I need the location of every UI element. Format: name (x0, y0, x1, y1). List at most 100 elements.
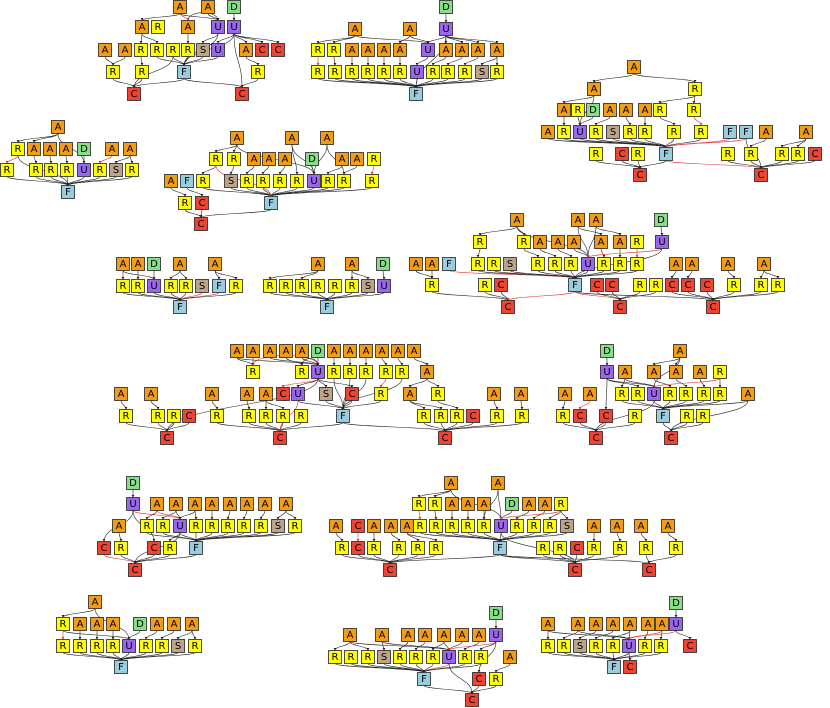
node-c: C (383, 563, 397, 577)
node-box (472, 628, 486, 642)
node-r: R (450, 409, 464, 423)
node-box (409, 257, 423, 271)
node-box (258, 497, 272, 511)
node-label: R (433, 543, 440, 554)
node-r: R (688, 82, 702, 96)
node-box (589, 639, 603, 653)
edge (194, 510, 198, 520)
node-a: A (403, 387, 417, 401)
edge (586, 248, 663, 258)
node-a: A (208, 257, 222, 271)
edge (150, 400, 160, 410)
node-label: U (576, 127, 583, 138)
node-box (688, 82, 702, 96)
node-r: R (556, 409, 570, 423)
node-d: D (586, 103, 600, 117)
edge (291, 144, 299, 175)
node-label: R (214, 411, 221, 422)
node-r: R (490, 409, 504, 423)
node-label: R (593, 127, 600, 138)
node-label: R (213, 154, 220, 165)
node-label: C (627, 662, 634, 673)
node-r: R (344, 650, 358, 664)
node-box (350, 152, 364, 166)
node-a: A (587, 519, 601, 533)
edge (278, 422, 344, 432)
node-label: A (244, 499, 251, 510)
node-box (656, 409, 670, 423)
node-c: C (599, 409, 613, 423)
edge (482, 489, 499, 520)
node-box (160, 431, 174, 445)
edge (114, 155, 131, 164)
edge (577, 226, 590, 258)
node-label: R (339, 543, 346, 554)
node-label: A (139, 22, 146, 33)
node-label: F (421, 674, 427, 685)
node-r: R (548, 257, 562, 271)
edge (311, 165, 316, 175)
node-label: A (476, 630, 483, 641)
edge (326, 165, 343, 175)
node-f: F (739, 125, 753, 139)
node-label: R (332, 652, 339, 663)
node-box (409, 87, 423, 101)
node-box (151, 20, 165, 34)
node-label: S (113, 165, 119, 176)
node-box (44, 163, 58, 177)
node-a: A (606, 617, 620, 631)
node-a: A (407, 344, 421, 358)
edge (611, 630, 631, 640)
node-label: A (593, 215, 600, 226)
edge (390, 532, 401, 542)
node-label: A (407, 24, 414, 35)
node-label: R (267, 281, 274, 292)
node-box (471, 43, 485, 57)
edge (312, 144, 328, 175)
node-label: R (60, 619, 67, 630)
edge (169, 270, 181, 280)
node-box (242, 409, 256, 423)
edge (413, 357, 429, 366)
node-a: A (118, 43, 132, 57)
node-c: C (472, 672, 486, 686)
node-box (196, 174, 210, 188)
node-label: F (268, 198, 274, 209)
edge (139, 33, 143, 44)
edge (16, 133, 59, 143)
edge (409, 400, 443, 410)
edge (333, 56, 337, 66)
node-r: R (428, 497, 442, 511)
node-box (445, 519, 459, 533)
edge (98, 155, 113, 164)
node-box (123, 142, 137, 156)
node-box (548, 257, 562, 271)
node-a: A (425, 257, 439, 271)
node-a: A (164, 174, 178, 188)
node-box (554, 497, 568, 511)
edge (499, 510, 513, 520)
node-label: R (371, 543, 378, 554)
node-label: R (33, 165, 40, 176)
node-box (139, 639, 153, 653)
node-box (655, 235, 669, 249)
edge (122, 270, 156, 280)
node-box (164, 174, 178, 188)
node-label: R (717, 367, 724, 378)
node-box (442, 257, 456, 271)
node-box (126, 497, 140, 511)
node-label: A (55, 122, 62, 133)
node-box (536, 541, 550, 555)
node-label: A (135, 259, 142, 270)
node-r: R (377, 65, 391, 79)
node-a: A (375, 344, 389, 358)
node-r: R (615, 387, 629, 401)
node-box (135, 65, 149, 79)
edge (160, 630, 175, 640)
node-r: R (311, 43, 325, 57)
node-r: R (411, 541, 425, 555)
node-a: A (345, 257, 359, 271)
edge (506, 291, 576, 301)
node-label: R (143, 641, 150, 652)
edge (349, 641, 370, 651)
